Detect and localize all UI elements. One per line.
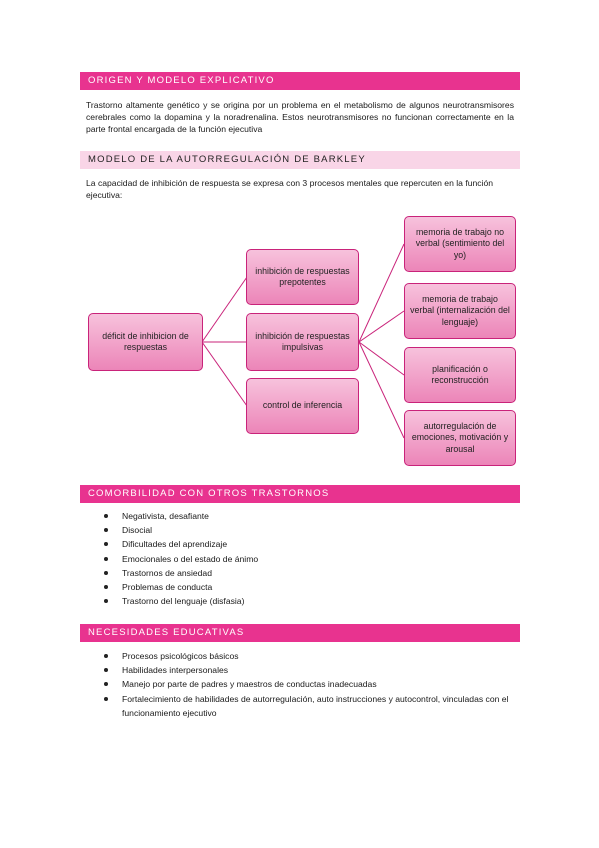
diagram-root-node: déficit de inhibicion de respuestas (88, 313, 203, 371)
connector-mid-4 (358, 341, 405, 439)
diagram-node-inferencia: control de inferencia (246, 378, 359, 434)
diagram-node-memoria-no-verbal: memoria de trabajo no verbal (sentimient… (404, 216, 516, 272)
diagram-node-prepotentes: inhibición de respuestas prepotentes (246, 249, 359, 305)
section-header-necesidades: NECESIDADES EDUCATIVAS (80, 624, 520, 642)
list-item: Emocionales o del estado de ánimo (100, 552, 520, 566)
list-item: Trastornos de ansiedad (100, 566, 520, 580)
list-item: Trastorno del lenguaje (disfasia) (100, 594, 520, 608)
diagram-node-impulsivas: inhibición de respuestas impulsivas (246, 313, 359, 371)
origen-paragraph: Trastorno altamente genético y se origin… (86, 100, 514, 135)
connector-mid-3 (358, 341, 405, 376)
diagram-node-planificacion: planificación o reconstrucción (404, 347, 516, 403)
diagram-node-autorregulacion: autorregulación de emociones, motivación… (404, 410, 516, 466)
list-item: Negativista, desafiante (100, 509, 520, 523)
connector-root-3 (201, 341, 248, 407)
diagram-node-memoria-verbal: memoria de trabajo verbal (internalizaci… (404, 283, 516, 339)
connector-mid-2 (358, 310, 405, 343)
list-item: Procesos psicológicos básicos (100, 649, 520, 663)
list-item: Manejo por parte de padres y maestros de… (100, 677, 520, 691)
connector-mid-1 (358, 243, 405, 343)
list-item: Habilidades interpersonales (100, 663, 520, 677)
necesidades-list: Procesos psicológicos básicos Habilidade… (100, 649, 520, 720)
section-header-origen: ORIGEN Y MODELO EXPLICATIVO (80, 72, 520, 90)
list-item: Fortalecimiento de habilidades de autorr… (100, 692, 520, 720)
comorbilidad-list: Negativista, desafiante Disocial Dificul… (100, 509, 520, 608)
section-header-barkley: MODELO DE LA AUTORREGULACIÓN DE BARKLEY (80, 151, 520, 169)
list-item: Problemas de conducta (100, 580, 520, 594)
list-item: Disocial (100, 523, 520, 537)
list-item: Dificultades del aprendizaje (100, 537, 520, 551)
section-header-comorbilidad: COMORBILIDAD CON OTROS TRASTORNOS (80, 485, 520, 503)
barkley-paragraph: La capacidad de inhibición de respuesta … (86, 178, 494, 201)
connector-root-1 (201, 276, 248, 343)
